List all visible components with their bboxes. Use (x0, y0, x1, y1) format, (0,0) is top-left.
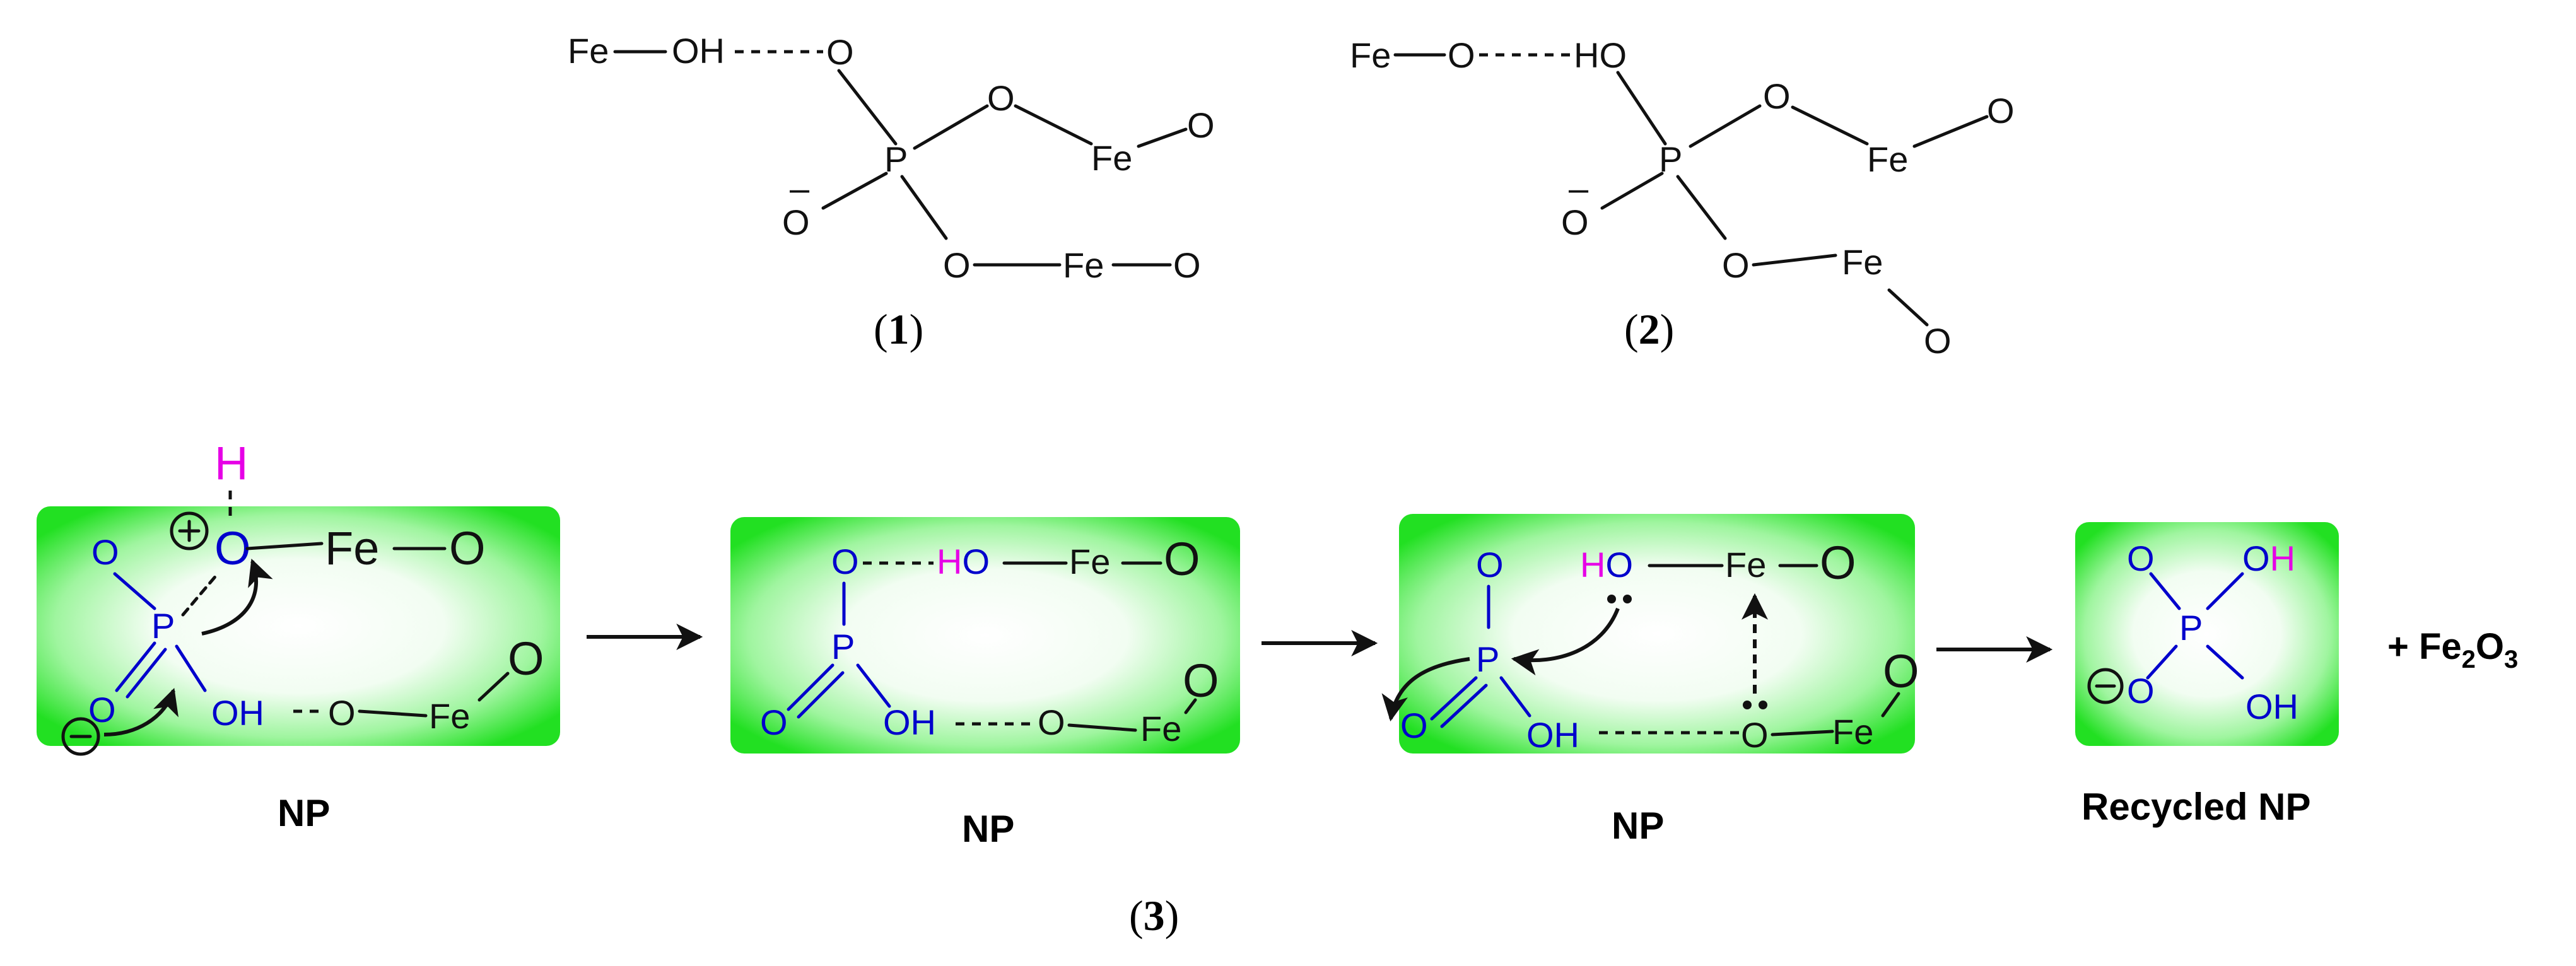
panel-caption: NP (278, 792, 330, 834)
atom-p: P (831, 627, 855, 666)
atom-o: O (826, 32, 854, 72)
panel-4: O OH P O OH (2075, 522, 2339, 746)
atom-oh: OH (1526, 715, 1579, 755)
atom-o: O (1183, 655, 1219, 707)
atom-p: P (1476, 639, 1499, 679)
nanoparticle-panel (730, 517, 1240, 754)
panel-caption: NP (962, 808, 1014, 850)
atom-o: O (1476, 545, 1504, 585)
atom-oh: OH (211, 693, 264, 733)
curved-arrow-icon (201, 559, 273, 636)
atom-o: O (943, 245, 971, 285)
panel-caption: NP (1612, 805, 1664, 847)
atom-fe: Fe (1091, 138, 1132, 178)
atom-o: O (1924, 321, 1952, 361)
atom-fe: Fe (1842, 242, 1883, 282)
nanoparticle-panel (2075, 522, 2339, 746)
structure-2: Fe O HO P O Fe O O – O Fe O (2) (1350, 35, 2015, 361)
atom-o: O (328, 693, 356, 733)
structure-2-label: (2) (1624, 305, 1674, 353)
atom-o: O (1164, 533, 1200, 585)
atom-o: O (2127, 671, 2155, 711)
atom-o: O (1987, 91, 2015, 131)
atom-p: P (2179, 608, 2203, 648)
minus-sign: – (1569, 168, 1589, 208)
panel-2: O HO Fe O P O OH O Fe O (730, 517, 1240, 754)
atom-ho: HO (1580, 545, 1633, 585)
atom-fe: Fe (429, 696, 470, 736)
atom-o-minus: O (782, 202, 810, 242)
atom-oh: OH (883, 702, 936, 742)
atom-oh: OH (2242, 538, 2295, 578)
atom-ho: HO (1574, 35, 1627, 75)
atom-fe: Fe (1069, 542, 1110, 581)
atom-o: O (760, 702, 788, 742)
structure-1: Fe OH O P O Fe O O – O Fe O (1) (568, 31, 1215, 353)
atom-o: O (1038, 702, 1065, 742)
atom-h: H (214, 437, 248, 489)
atom-o: O (91, 532, 119, 572)
atom-o: O (1883, 645, 1919, 697)
atom-fe: Fe (1867, 139, 1908, 179)
atom-o: O (1763, 76, 1791, 116)
atom-p: P (151, 606, 175, 646)
atom-o: O (508, 632, 544, 685)
atom-ho: HO (937, 542, 990, 581)
byproduct-fe2o3: + Fe2O3 (2387, 626, 2518, 673)
atom-o: O (1400, 706, 1428, 745)
atom-o: O (1741, 715, 1769, 755)
atom-fe: Fe (325, 522, 379, 574)
atom-o: O (1722, 245, 1750, 285)
atom-o-minus: O (1561, 202, 1589, 242)
curved-arrow-icon (103, 688, 179, 736)
atom-fe: Fe (1063, 245, 1104, 285)
panel-1: H O Fe O O P O OH O Fe O (37, 437, 560, 756)
atom-oh: OH (2245, 687, 2298, 726)
atom-fe: Fe (1725, 545, 1766, 585)
panel-3: O P O OH O Fe O HO Fe O (1381, 514, 1919, 755)
atom-fe: Fe (1140, 709, 1181, 748)
atom-o: O (831, 542, 859, 581)
atom-o: O (987, 78, 1015, 118)
atom-o: O (1448, 35, 1475, 75)
nanoparticle-panel (37, 506, 560, 746)
atom-fe: Fe (568, 31, 609, 71)
curved-arrow-icon (1511, 607, 1620, 676)
atom-o: O (214, 522, 251, 574)
negative-charge-icon (61, 717, 100, 756)
curved-arrow-icon (1381, 657, 1470, 722)
atom-o: O (1187, 105, 1215, 145)
atom-p: P (884, 139, 908, 179)
atom-o: O (2127, 538, 2155, 578)
nanoparticle-panel (1399, 514, 1915, 754)
atom-o: O (1820, 537, 1856, 589)
atom-o: O (449, 522, 486, 574)
panel-caption: Recycled NP (2081, 786, 2311, 828)
atom-oh: OH (672, 31, 725, 71)
positive-charge-icon (170, 511, 209, 550)
structure-1-label: (1) (874, 305, 923, 353)
atom-fe: Fe (1832, 712, 1873, 752)
minus-sign: – (790, 168, 810, 208)
atom-fe: Fe (1350, 35, 1391, 75)
scheme-3-label: (3) (1129, 892, 1179, 940)
atom-o: O (1173, 245, 1201, 285)
negative-charge-icon (2087, 668, 2124, 704)
